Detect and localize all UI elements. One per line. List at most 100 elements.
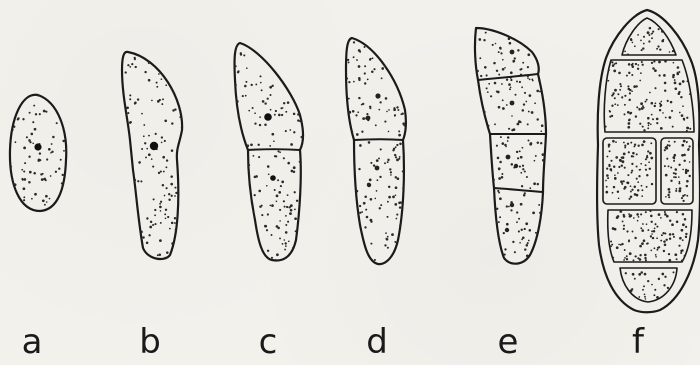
stipple-dot <box>150 52 152 54</box>
stipple-dot <box>639 80 641 82</box>
stipple-dot <box>10 201 12 203</box>
stipple-dot <box>665 174 668 177</box>
stipple-dot <box>660 101 662 103</box>
stipple-dot <box>374 259 376 261</box>
stipple-dot <box>608 80 610 82</box>
stipple-dot <box>508 83 511 86</box>
stipple-dot <box>499 197 502 200</box>
stipple-dot <box>621 164 623 166</box>
stipple-dot <box>39 113 41 115</box>
stipple-dot <box>502 107 505 110</box>
stipple-dot <box>686 180 689 183</box>
stipple-dot <box>278 191 281 194</box>
stipple-dot <box>644 257 646 259</box>
stipple-dot <box>675 168 678 171</box>
stipple-dot <box>269 94 271 96</box>
stipple-dot <box>631 170 633 172</box>
stipple-dot <box>656 118 659 121</box>
stipple-dot <box>617 172 619 174</box>
stipple-dot <box>161 142 163 144</box>
stipple-dot <box>399 206 401 208</box>
stipple-dot <box>624 145 626 147</box>
stipple-dot <box>394 115 396 117</box>
stipple-dot <box>134 57 136 59</box>
stipple-dot <box>648 161 650 163</box>
stipple-dot <box>293 131 295 133</box>
stipple-dot <box>264 102 266 104</box>
stipple-dot <box>529 79 531 81</box>
stipple-dot <box>381 77 383 79</box>
stipple-dot <box>645 101 647 103</box>
stipple-dot <box>645 158 647 160</box>
stipple-dot <box>476 70 479 73</box>
stipple-dot <box>517 157 519 159</box>
stipple-dot <box>174 187 176 189</box>
stipple-dot <box>380 148 382 150</box>
stipple-dot <box>642 223 644 225</box>
stipple-dot <box>508 206 510 208</box>
stipple-dot <box>651 284 653 286</box>
stipple-dot <box>259 75 261 77</box>
stipple-dot <box>269 205 271 207</box>
stipple-dot <box>686 130 688 132</box>
stipple-dot <box>348 81 350 83</box>
stipple-dot <box>159 253 162 256</box>
stipple-dot <box>167 216 169 218</box>
stipple-dot <box>142 236 144 238</box>
stipple-dot <box>21 169 23 171</box>
stipple-dot <box>661 273 664 276</box>
stipple-dot <box>641 189 643 191</box>
stipple-dot <box>174 217 176 219</box>
stipple-dot <box>502 99 504 101</box>
stipple-dot <box>379 176 381 178</box>
stipple-dot <box>271 53 273 55</box>
stipple-dot <box>127 64 129 66</box>
stipple-dot <box>280 107 282 109</box>
stipple-dot <box>180 201 182 203</box>
stipple-dot <box>387 247 389 249</box>
stipple-dot <box>131 246 134 249</box>
stipple-dot <box>501 173 503 175</box>
stipple-dot <box>522 109 525 112</box>
stipple-dot <box>607 177 609 179</box>
stipple-dot <box>517 49 519 51</box>
stipple-dot <box>679 83 682 86</box>
stipple-dot <box>293 166 296 169</box>
stipple-dot <box>681 154 684 157</box>
stipple-dot <box>23 170 25 172</box>
stipple-dot <box>159 206 162 209</box>
stipple-dot <box>402 170 404 172</box>
stipple-dot <box>626 75 628 77</box>
stipple-dot <box>669 238 671 240</box>
stipple-dot <box>511 115 513 117</box>
stipple-dot <box>148 153 151 156</box>
stipple-dot <box>658 61 661 64</box>
stipple-dot <box>508 37 511 40</box>
stipple-dot <box>370 198 373 201</box>
stipple-dot <box>615 141 617 143</box>
stipple-dot <box>675 87 678 90</box>
stipple-dot <box>400 201 402 203</box>
stipple-dot <box>16 104 18 106</box>
stipple-dot <box>539 91 541 93</box>
stipple-dot <box>623 180 625 182</box>
stipple-dot <box>496 254 498 256</box>
stipple-dot <box>516 151 518 153</box>
stipple-dot <box>45 111 47 113</box>
stipple-dot <box>358 168 360 170</box>
stipple-dot <box>636 106 638 108</box>
stipple-dot <box>683 160 685 162</box>
stipple-dot <box>668 191 670 193</box>
stipple-dot <box>629 252 632 255</box>
stipple-dot <box>653 60 655 62</box>
stipple-dot <box>63 150 65 152</box>
stipple-dot <box>287 162 290 165</box>
stipple-dot <box>667 144 669 146</box>
stipple-dot <box>645 211 647 213</box>
stipple-dot <box>170 183 173 186</box>
stipple-dot <box>131 63 133 65</box>
stipple-dot <box>123 243 125 245</box>
stipple-dot <box>657 45 659 47</box>
stipple-dot <box>51 143 53 145</box>
stipple-dot <box>359 241 361 243</box>
